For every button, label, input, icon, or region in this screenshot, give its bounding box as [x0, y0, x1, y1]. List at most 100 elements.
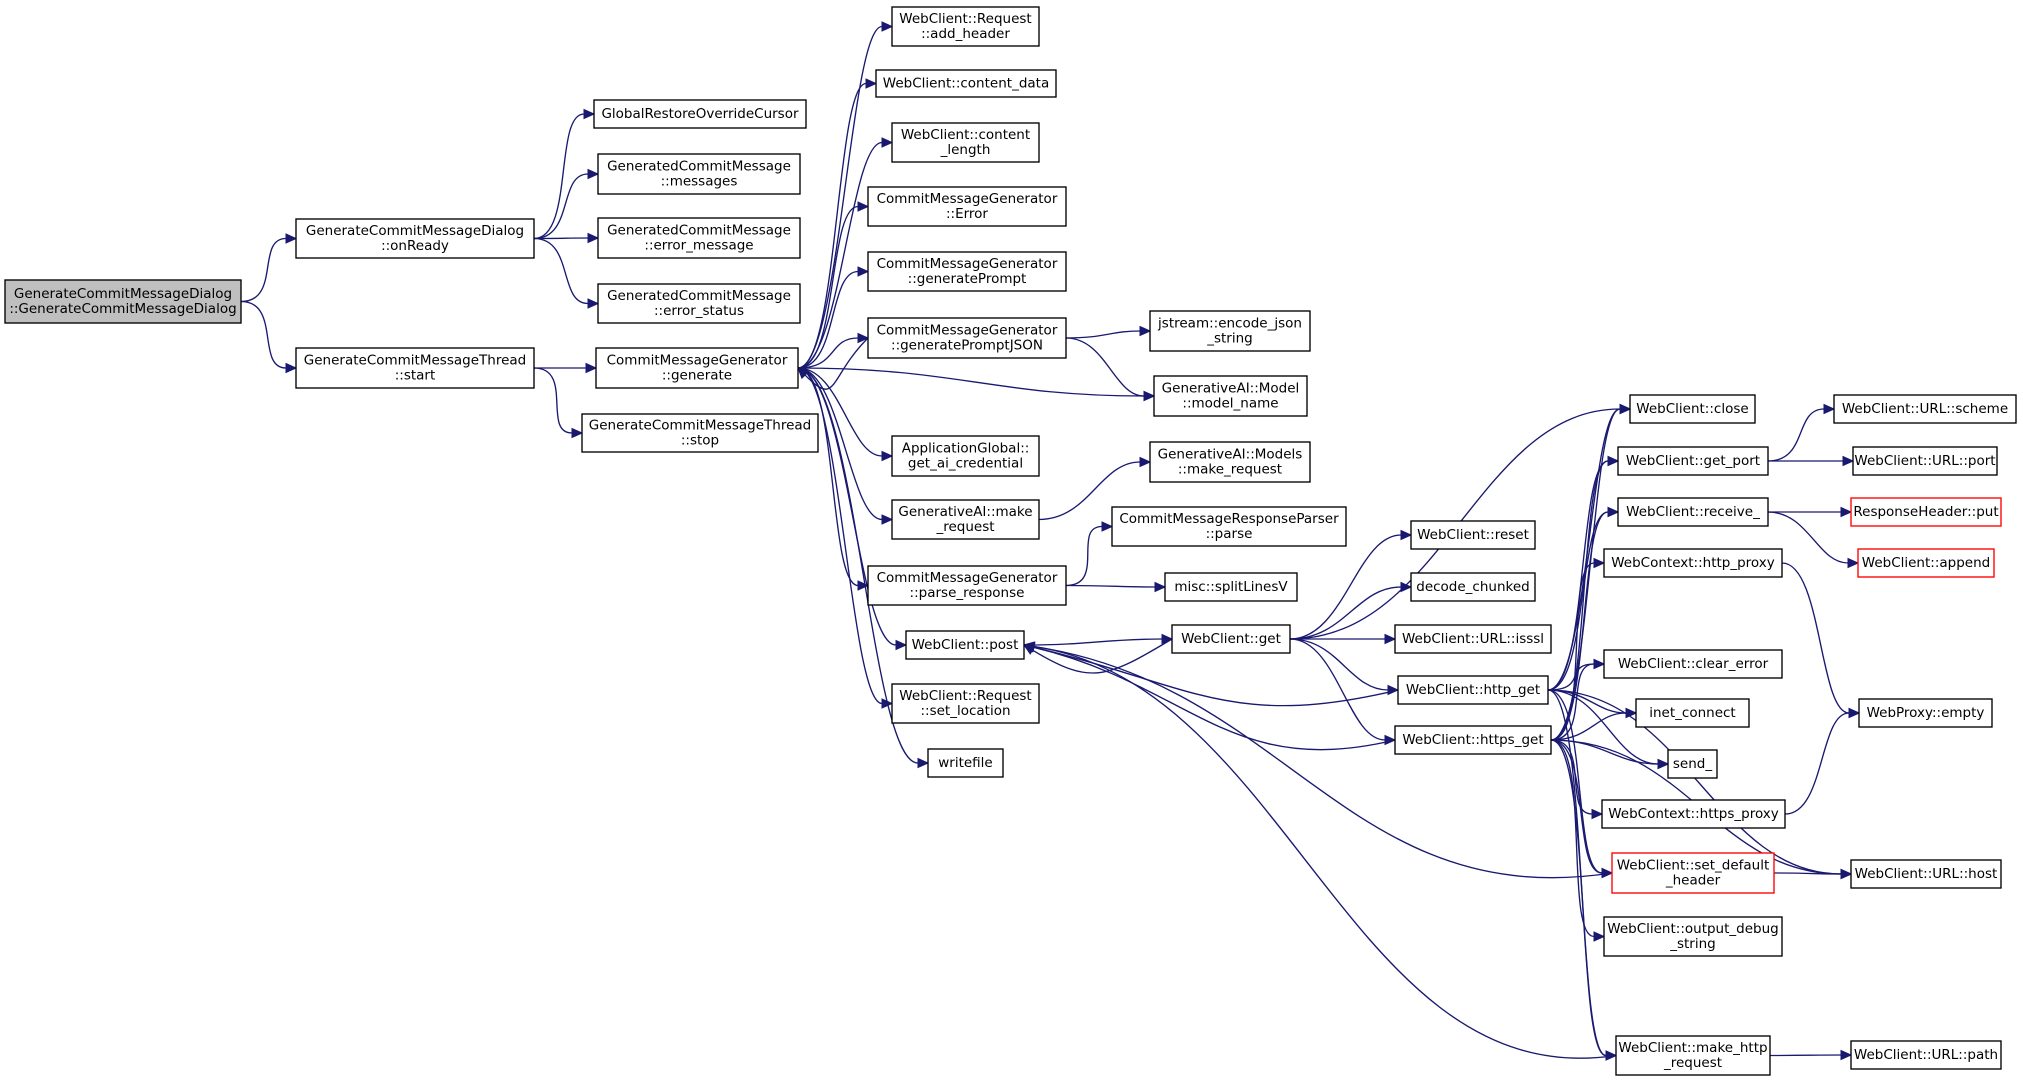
node-ctx-https-proxy[interactable]: WebContext::https_proxy	[1601, 799, 1786, 829]
edge-line	[797, 367, 883, 457]
node-wc-reset[interactable]: WebClient::reset	[1410, 520, 1536, 550]
node-label: WebContext::http_proxy	[1611, 555, 1775, 571]
edge-arrowhead	[1022, 641, 1036, 652]
node-writefile[interactable]: writefile	[927, 748, 1004, 778]
node-cmg-generate[interactable]: CommitMessageGenerator::generate	[595, 347, 799, 389]
edge-line	[1550, 739, 1603, 874]
edge-line	[1547, 689, 1842, 875]
node-label: WebClient::output_debug	[1607, 921, 1778, 937]
node-genai-make-request[interactable]: GenerativeAI::make_request	[891, 499, 1040, 540]
node-thread-start[interactable]: GenerateCommitMessageThread::start	[295, 347, 535, 389]
node-label: writefile	[938, 755, 993, 771]
node-model-name[interactable]: GenerativeAI::Model::model_name	[1153, 375, 1308, 417]
node-models-make-request[interactable]: GenerativeAI::Models::make_request	[1149, 441, 1311, 483]
node-output-debug[interactable]: WebClient::output_debug_string	[1603, 916, 1783, 957]
node-http-get[interactable]: WebClient::http_get	[1397, 675, 1549, 705]
node-label: CommitMessageGenerator	[877, 256, 1058, 272]
node-cmg-parse-response[interactable]: CommitMessageGenerator::parse_response	[867, 565, 1067, 606]
edge-arrowhead	[285, 233, 298, 244]
edge-ctx-http-proxy-to-proxy-empty	[1781, 562, 1861, 719]
node-url-port[interactable]: WebClient::URL::port	[1852, 446, 1998, 476]
node-label: GenerativeAI::make	[898, 504, 1032, 520]
edge-line	[1289, 534, 1402, 640]
node-req-add-header[interactable]: WebClient::Request::add_header	[891, 6, 1040, 47]
node-box	[1410, 520, 1536, 550]
edge-line	[804, 337, 869, 390]
node-label: GeneratedCommitMessage	[607, 288, 791, 304]
node-label: ::GenerateCommitMessageDialog	[9, 301, 236, 317]
node-gcm-error-message[interactable]: GeneratedCommitMessage::error_message	[597, 217, 801, 259]
node-box	[1617, 446, 1769, 476]
node-thread-stop[interactable]: GenerateCommitMessageThread::stop	[581, 413, 819, 453]
node-url-isssl[interactable]: WebClient::URL::isssl	[1394, 624, 1552, 654]
edge-arrowhead	[571, 427, 584, 439]
edge-line	[533, 237, 589, 305]
node-box	[867, 565, 1067, 606]
edge-line	[1550, 663, 1595, 741]
node-wc-append[interactable]: WebClient::append	[1857, 548, 1995, 578]
node-root[interactable]: GenerateCommitMessageDialog::GenerateCom…	[4, 279, 242, 324]
node-box	[891, 6, 1040, 47]
edge-arrowhead	[1840, 1049, 1853, 1061]
node-receive[interactable]: WebClient::receive_	[1617, 497, 1769, 527]
node-get-port[interactable]: WebClient::get_port	[1617, 446, 1769, 476]
node-cmg-generate-prompt-json[interactable]: CommitMessageGenerator::generatePromptJS…	[867, 317, 1067, 359]
edge-https-get-to-ctx-http-proxy	[1550, 557, 1606, 741]
node-split-lines[interactable]: misc::splitLinesV	[1164, 572, 1298, 602]
edge-cmg-generate-to-cmg-parse-response	[797, 367, 870, 591]
node-global-restore[interactable]: GlobalRestoreOverrideCursor	[593, 99, 807, 129]
node-gcm-messages[interactable]: GeneratedCommitMessage::messages	[597, 153, 801, 195]
node-label: ::parse	[1206, 526, 1253, 542]
node-cmg-generate-prompt[interactable]: CommitMessageGenerator::generatePrompt	[867, 251, 1067, 292]
edge-genai-make-request-to-models-make-request	[1038, 456, 1152, 521]
node-label: CommitMessageGenerator	[877, 191, 1058, 207]
edge-https-get-to-set-default-header	[1550, 739, 1614, 879]
edge-line	[797, 367, 859, 587]
node-label: ::stop	[681, 433, 719, 449]
node-url-scheme[interactable]: WebClient::URL::scheme	[1833, 394, 2017, 424]
node-content-length[interactable]: WebClient::content_length	[891, 122, 1040, 163]
node-parser-parse[interactable]: CommitMessageResponseParser::parse	[1111, 506, 1347, 547]
node-gcm-error-status[interactable]: GeneratedCommitMessage::error_status	[597, 283, 801, 324]
node-inet-connect[interactable]: inet_connect	[1635, 698, 1750, 728]
edge-cmg-generate-prompt-json-to-model-name	[1065, 337, 1156, 402]
edge-line	[1550, 511, 1609, 741]
node-resp-header-put[interactable]: ResponseHeader::put	[1850, 497, 2002, 527]
node-ctx-http-proxy[interactable]: WebContext::http_proxy	[1603, 548, 1783, 578]
edge-https-get-to-make-http-request	[1550, 739, 1618, 1061]
node-url-path[interactable]: WebClient::URL::path	[1850, 1040, 2002, 1070]
node-label: GenerativeAI::Model	[1162, 381, 1300, 397]
node-box	[1410, 572, 1536, 602]
edge-wc-post-to-wc-get	[1023, 633, 1174, 646]
edge-arrowhead	[1591, 808, 1604, 820]
node-make-http-request[interactable]: WebClient::make_http_request	[1615, 1035, 1771, 1076]
node-clear-error[interactable]: WebClient::clear_error	[1603, 649, 1783, 679]
node-content-data[interactable]: WebClient::content_data	[875, 69, 1057, 98]
node-proxy-empty[interactable]: WebProxy::empty	[1858, 698, 1993, 728]
node-box	[1635, 698, 1750, 728]
node-label: CommitMessageGenerator	[877, 570, 1058, 586]
node-set-default-header[interactable]: WebClient::set_default_header	[1611, 852, 1775, 894]
node-label: ::generate	[662, 368, 732, 384]
edge-line	[797, 337, 859, 369]
node-label: WebClient::clear_error	[1618, 656, 1769, 672]
node-url-host[interactable]: WebClient::URL::host	[1850, 859, 2002, 889]
node-on-ready[interactable]: GenerateCommitMessageDialog::onReady	[295, 218, 535, 259]
edge-cmg-generate-to-app-get-cred	[797, 367, 894, 462]
edge-cmg-parse-response-to-parser-parse	[1065, 521, 1114, 587]
node-box	[1850, 497, 2002, 527]
node-decode-chunked[interactable]: decode_chunked	[1410, 572, 1536, 602]
edge-cmg-generate-to-cmg-generate-prompt	[797, 266, 870, 369]
node-app-get-cred[interactable]: ApplicationGlobal::get_ai_credential	[891, 435, 1040, 477]
edge-arrowhead	[1619, 403, 1632, 415]
edge-arrowhead	[1625, 707, 1638, 719]
node-wc-get[interactable]: WebClient::get	[1171, 624, 1291, 654]
node-wc-post[interactable]: WebClient::post	[905, 630, 1025, 660]
node-cmg-error[interactable]: CommitMessageGenerator::Error	[867, 186, 1067, 227]
node-jstream-encode[interactable]: jstream::encode_json_string	[1149, 310, 1311, 352]
node-send[interactable]: send_	[1667, 749, 1718, 779]
edge-arrowhead	[1601, 867, 1614, 879]
node-wc-close[interactable]: WebClient::close	[1629, 394, 1756, 424]
node-req-set-location[interactable]: WebClient::Request::set_location	[891, 683, 1040, 724]
node-https-get[interactable]: WebClient::https_get	[1394, 725, 1552, 755]
